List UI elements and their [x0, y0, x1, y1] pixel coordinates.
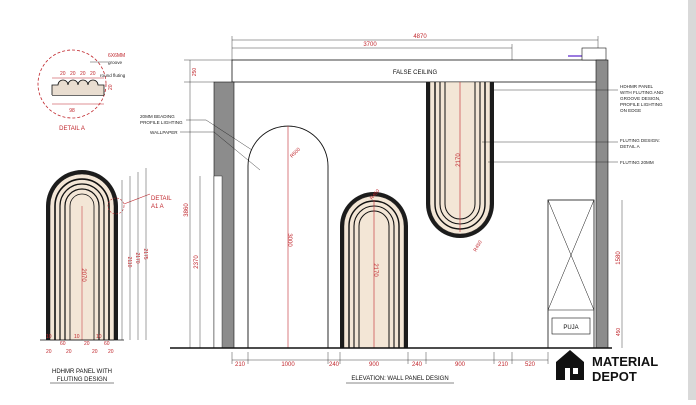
elevation-dim-top-offset: 250: [192, 68, 198, 77]
arch-3-radius: R450: [473, 239, 484, 253]
logo-line1: MATERIAL: [592, 354, 658, 369]
detail-a-note-groove: groove: [108, 60, 122, 65]
panel-dim-2070: 2070: [80, 268, 86, 282]
note-fluting-1: FLUTING DESIGN:: [620, 138, 660, 143]
detail-a-dim-1: 20: [60, 71, 66, 77]
detail-a-dim-98: 98: [69, 108, 75, 114]
panel-base-dim-2: 60: [60, 341, 66, 347]
arch-2: [340, 192, 408, 349]
panel-detail-callout-2: A1 A: [151, 204, 164, 210]
puja-unit: PUJA: [547, 199, 595, 349]
bottom-dim-7: 210: [498, 362, 509, 368]
detail-a-dim-4: 20: [90, 71, 96, 77]
panel-base-dim-5: 10: [96, 334, 102, 340]
note-hdhmr-5: ON EDGE: [620, 108, 641, 113]
elevation-dim-left-height: 2370: [194, 255, 200, 269]
panel-dim-2110: 2110: [126, 257, 132, 268]
elevation-dim-right-1: 1580: [616, 251, 622, 265]
arch-3-height: 2170: [456, 153, 462, 167]
detail-a-title: DETAIL A: [59, 126, 85, 132]
note-hdhmr-3: GROOVE DESIGN,: [620, 96, 660, 101]
elevation-dim-right-2: 450: [616, 328, 622, 337]
detail-a-circle: [37, 49, 107, 119]
arch-3: [426, 81, 494, 238]
detail-a-dim-6x6: 6X6MM: [108, 53, 125, 59]
note-fluting-20: FLUTING 20MM: [620, 160, 654, 165]
arch-1-height: 3000: [286, 233, 292, 247]
panel-dim-2175: 2175: [142, 248, 148, 259]
note-fluting-2: DETAIL A: [620, 144, 641, 149]
panel-bottom-dim-2: 20: [66, 349, 72, 355]
hdhmr-panel: DETAIL A1 A 2070 2110 2170 2175 10 60 10…: [40, 168, 172, 384]
detail-a-dim-2: 20: [70, 71, 76, 77]
note-hdhmr-1: HDHMR PANEL: [620, 84, 654, 89]
right-edge-bar: [688, 0, 696, 400]
panel-detail-callout-1: DETAIL: [151, 196, 172, 202]
puja-label: PUJA: [563, 325, 578, 331]
house-icon: [556, 350, 584, 380]
detail-a-dim-3: 20: [80, 71, 86, 77]
panel-bottom-dim-3: 20: [92, 349, 98, 355]
elevation-dim-overall-width: 4870: [413, 34, 427, 40]
arch-2-height: 2170: [372, 263, 378, 277]
panel-bottom-dim-4: 20: [108, 349, 114, 355]
panel-dim-2170: 2170: [134, 252, 140, 263]
elevation-dim-height: 3860: [184, 203, 190, 217]
bottom-dim-5: 240: [412, 362, 423, 368]
right-wall: [595, 59, 609, 349]
panel-base-dim-1: 10: [46, 334, 52, 340]
bottom-dim-6: 900: [455, 362, 466, 368]
bottom-dim-1: 210: [235, 362, 246, 368]
panel-bottom-dim-1: 20: [46, 349, 52, 355]
bottom-dim-2: 1000: [281, 362, 295, 368]
panel-base-dim-4: 20: [84, 341, 90, 347]
note-beading-1: 20MM BEADING: [140, 114, 175, 119]
bottom-dim-8: 520: [525, 362, 536, 368]
elevation: 4870 3700 FALSE CEILING 250 3860 2370 30…: [140, 34, 664, 384]
elevation-title: ELEVATION: WALL PANEL DESIGN: [351, 376, 448, 382]
elevation-dim-inner-width: 3700: [363, 42, 377, 48]
detail-a-note-fluting: round fluting: [100, 73, 126, 78]
false-ceiling-label: FALSE CEILING: [393, 70, 438, 76]
material-depot-logo: MATERIAL DEPOT: [556, 350, 658, 384]
detail-a: 6X6MM groove 20 20 20 20 round fluting 9…: [37, 49, 126, 132]
panel-base-dim-3: 10: [74, 334, 80, 340]
note-hdhmr-2: WITH FLUTING AND: [620, 90, 664, 95]
detail-a-dim-side: 20: [108, 84, 114, 90]
note-beading-2: PROFILE LIGHTING: [140, 120, 183, 125]
bottom-dim-3: 240: [329, 362, 340, 368]
panel-title-line2: FLUTING DESIGN: [57, 377, 107, 383]
note-hdhmr-4: PROFILE LIGHTING: [620, 102, 663, 107]
bottom-dim-4: 900: [369, 362, 380, 368]
panel-title-line1: HDHMR PANEL WITH: [52, 369, 112, 375]
note-wallpaper: WALLPAPER: [150, 130, 178, 135]
detail-a-profile: [51, 77, 105, 105]
panel-base-dim-6: 60: [104, 341, 110, 347]
logo-line2: DEPOT: [592, 369, 637, 384]
